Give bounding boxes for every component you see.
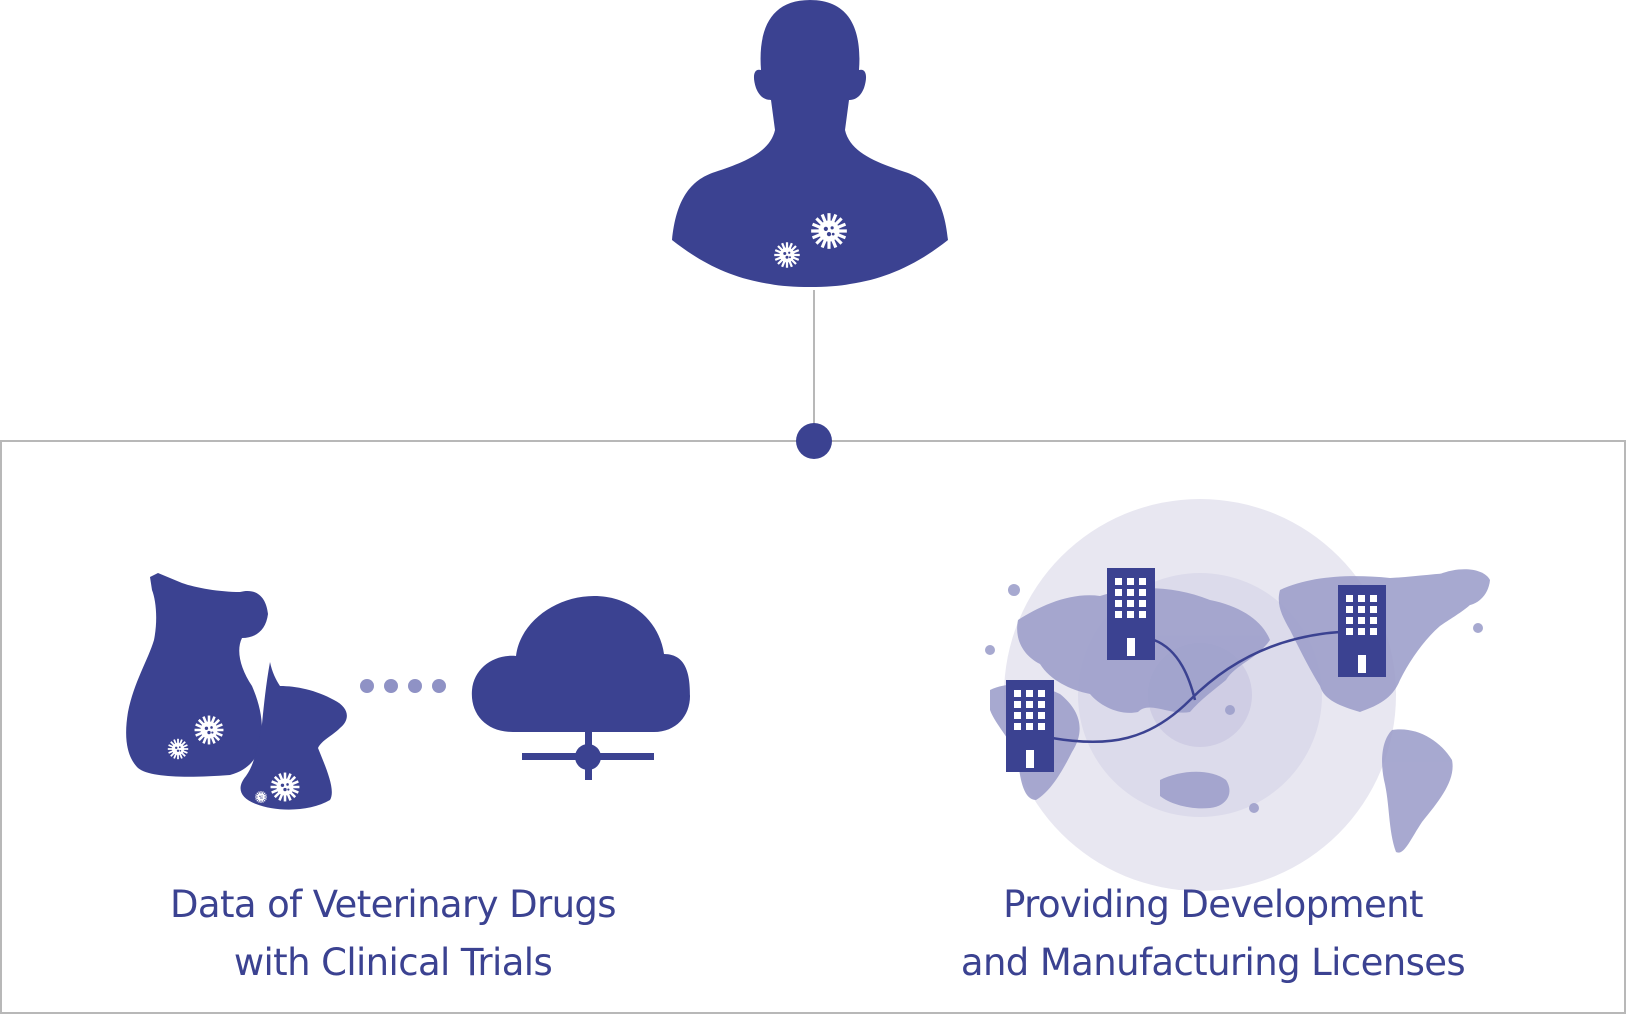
- dog-and-cat-icon: [126, 573, 347, 810]
- caption-line: Providing Development: [1003, 883, 1423, 926]
- virus-icon: [254, 790, 268, 804]
- virus-icon: [166, 737, 190, 761]
- human-bust-icon: [672, 0, 948, 287]
- building-icon: [1006, 680, 1054, 772]
- building-icon: [1107, 568, 1155, 660]
- cloud-network-icon: [471, 596, 690, 780]
- connector-node: [796, 423, 832, 459]
- caption-line: with Clinical Trials: [233, 941, 553, 984]
- caption-licenses: Providing Development and Manufacturing …: [863, 876, 1563, 992]
- virus-icon: [809, 211, 849, 251]
- caption-line: and Manufacturing Licenses: [960, 941, 1466, 984]
- caption-veterinary-data: Data of Veterinary Drugs with Clinical T…: [43, 876, 743, 992]
- dotted-connector: [360, 679, 446, 693]
- virus-icon: [773, 241, 801, 269]
- building-icon: [1338, 585, 1386, 677]
- virus-icon: [193, 714, 225, 746]
- caption-line: Data of Veterinary Drugs: [169, 883, 617, 926]
- world-map-with-buildings-icon: [985, 499, 1490, 891]
- virus-icon: [269, 771, 301, 803]
